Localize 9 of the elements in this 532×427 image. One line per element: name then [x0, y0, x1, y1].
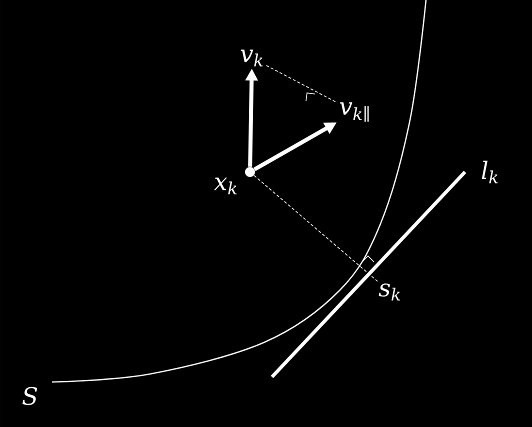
point-label: s$_{k}$ [378, 284, 400, 300]
point-label: v$_{k}$ [240, 50, 263, 66]
point [245, 166, 255, 177]
dashed-line [254, 174, 378, 282]
point-label: x$_{k}$ [214, 178, 237, 194]
point-label: v$_{k∥}$ [340, 102, 369, 122]
label: l$_{k}$ [482, 160, 498, 184]
label: S [22, 386, 38, 406]
dashed-line [266, 65, 338, 103]
